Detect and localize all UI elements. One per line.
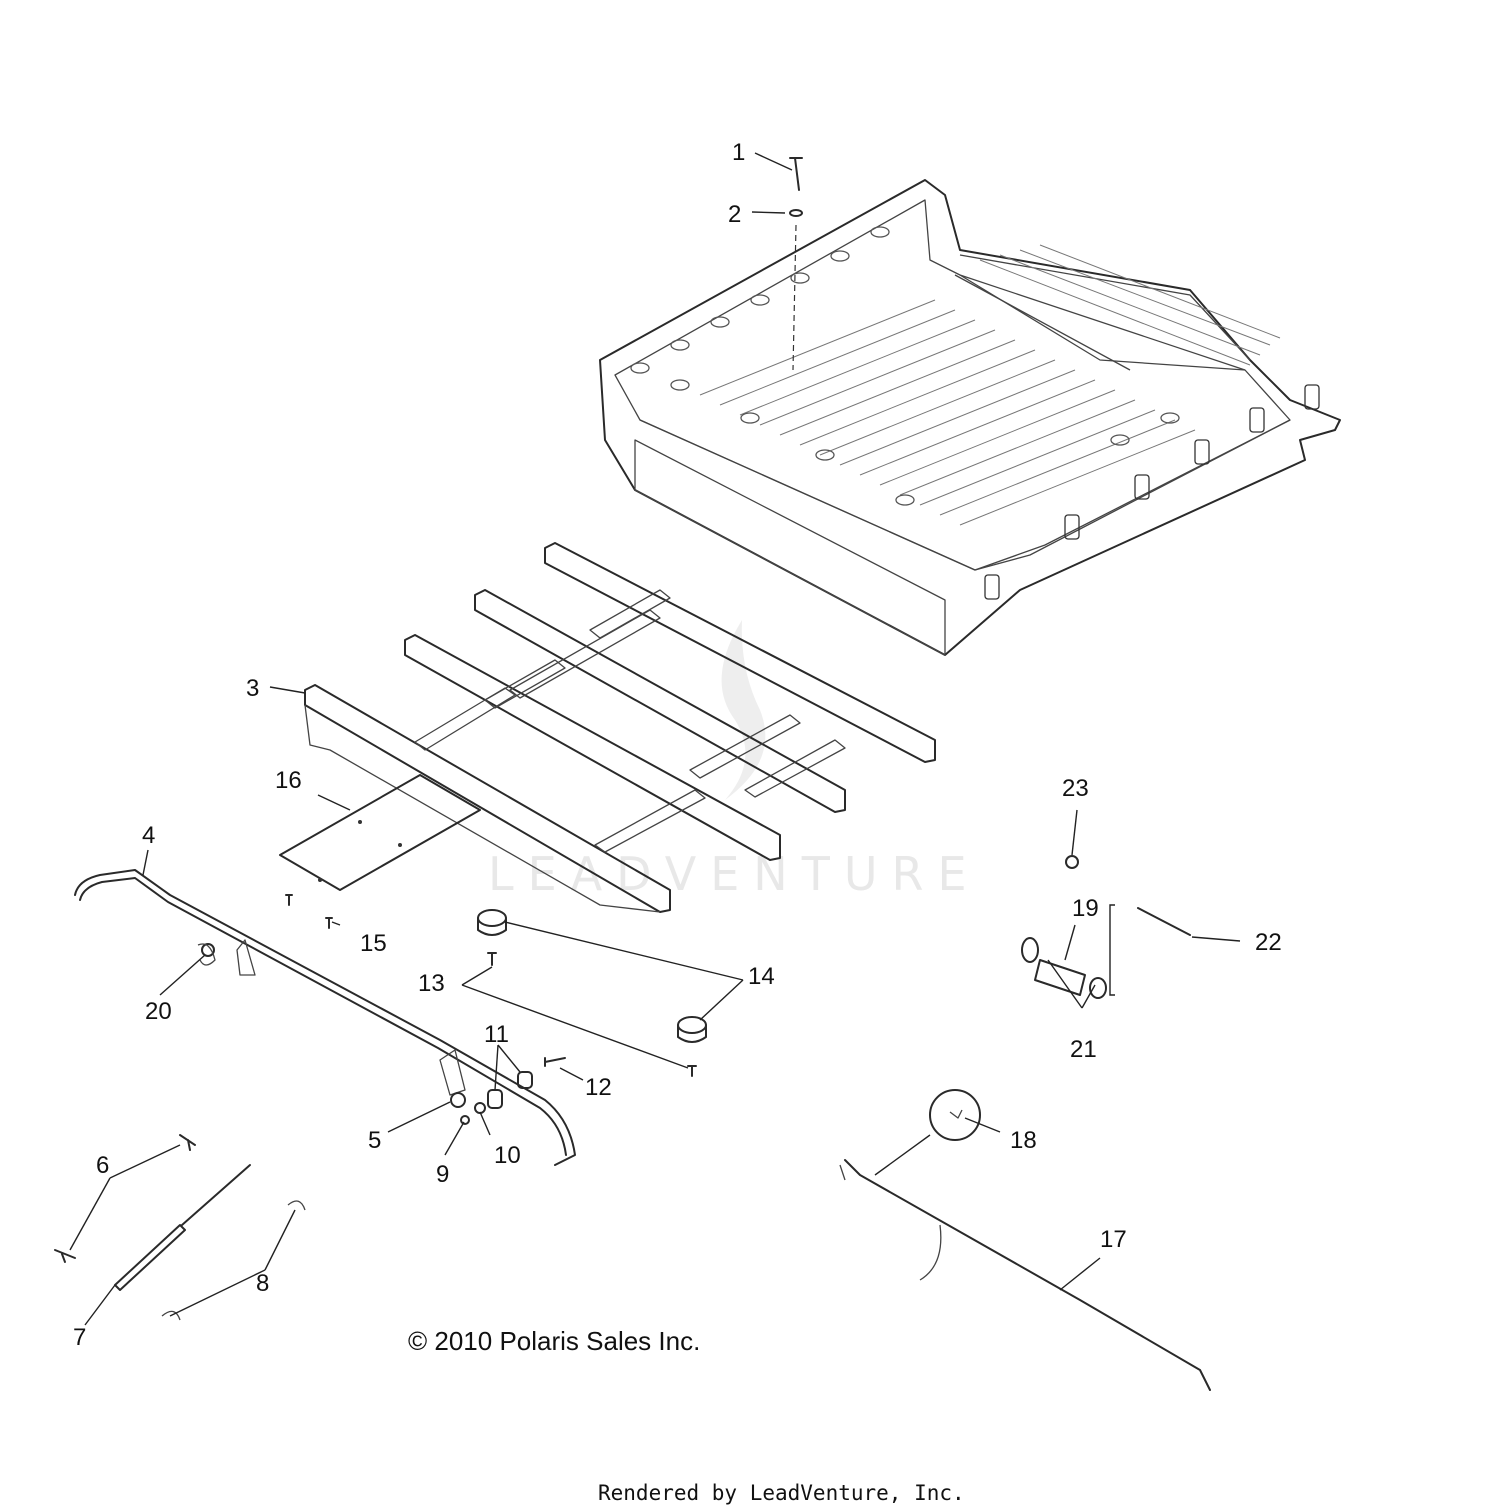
tailgate-rod[interactable] bbox=[74, 869, 576, 1166]
bumper-pad[interactable] bbox=[477, 909, 707, 1043]
callout-8: 8 bbox=[256, 1270, 269, 1297]
light-assembly[interactable] bbox=[1021, 904, 1115, 999]
callout-22: 22 bbox=[1255, 929, 1282, 956]
callout-11: 11 bbox=[484, 1021, 509, 1048]
callout-17: 17 bbox=[1100, 1226, 1127, 1253]
callout-15: 15 bbox=[360, 930, 387, 957]
callout-23: 23 bbox=[1062, 775, 1089, 802]
connector-detail[interactable] bbox=[929, 1089, 981, 1141]
copyright-text: © 2010 Polaris Sales Inc. bbox=[408, 1326, 700, 1356]
callout-16: 16 bbox=[275, 767, 302, 794]
callout-1: 1 bbox=[732, 139, 745, 166]
cargo-box[interactable] bbox=[599, 179, 1341, 656]
washer-2[interactable] bbox=[789, 209, 803, 217]
bolt-15[interactable] bbox=[285, 894, 333, 929]
callout-12: 12 bbox=[585, 1074, 612, 1101]
watermark: LEADVENTURE bbox=[488, 620, 981, 901]
callout-19: 19 bbox=[1072, 895, 1099, 922]
callout-10: 10 bbox=[494, 1142, 521, 1169]
washer-10[interactable] bbox=[474, 1102, 486, 1114]
watermark-text: LEADVENTURE bbox=[488, 847, 981, 901]
gas-strut[interactable] bbox=[114, 1164, 251, 1291]
bolt-12[interactable] bbox=[544, 1057, 566, 1067]
spring-20[interactable] bbox=[197, 943, 216, 966]
callout-18: 18 bbox=[1010, 1127, 1037, 1154]
callout-7: 7 bbox=[73, 1324, 86, 1351]
rendered-by-footer: Rendered by LeadVenture, Inc. bbox=[598, 1481, 965, 1505]
callout-3: 3 bbox=[246, 675, 259, 702]
leader-lines bbox=[69, 152, 1241, 1326]
bolt-13[interactable] bbox=[487, 952, 697, 1077]
callout-6: 6 bbox=[96, 1152, 109, 1179]
bolt-22[interactable] bbox=[1137, 907, 1191, 936]
callout-5: 5 bbox=[368, 1127, 381, 1154]
callout-13: 13 bbox=[418, 970, 445, 997]
bolt-1[interactable] bbox=[789, 157, 803, 191]
callout-20: 20 bbox=[145, 998, 172, 1025]
clip-8[interactable] bbox=[161, 1200, 306, 1321]
nut-23[interactable] bbox=[1065, 855, 1079, 869]
callout-4: 4 bbox=[142, 822, 155, 849]
skid-plate[interactable] bbox=[279, 774, 481, 891]
hardware-5[interactable] bbox=[450, 1092, 466, 1108]
cargo-frame[interactable] bbox=[304, 542, 936, 913]
callout-14: 14 bbox=[748, 963, 775, 990]
callout-labels: 1 2 3 4 5 6 7 8 9 10 11 12 13 14 15 16 1… bbox=[73, 139, 1282, 1351]
callout-9: 9 bbox=[436, 1161, 449, 1188]
callout-21: 21 bbox=[1070, 1036, 1097, 1063]
nut-9[interactable] bbox=[460, 1115, 470, 1125]
callout-2: 2 bbox=[728, 201, 741, 228]
wire-harness[interactable] bbox=[839, 1159, 1211, 1391]
pin-6[interactable] bbox=[54, 1134, 196, 1263]
